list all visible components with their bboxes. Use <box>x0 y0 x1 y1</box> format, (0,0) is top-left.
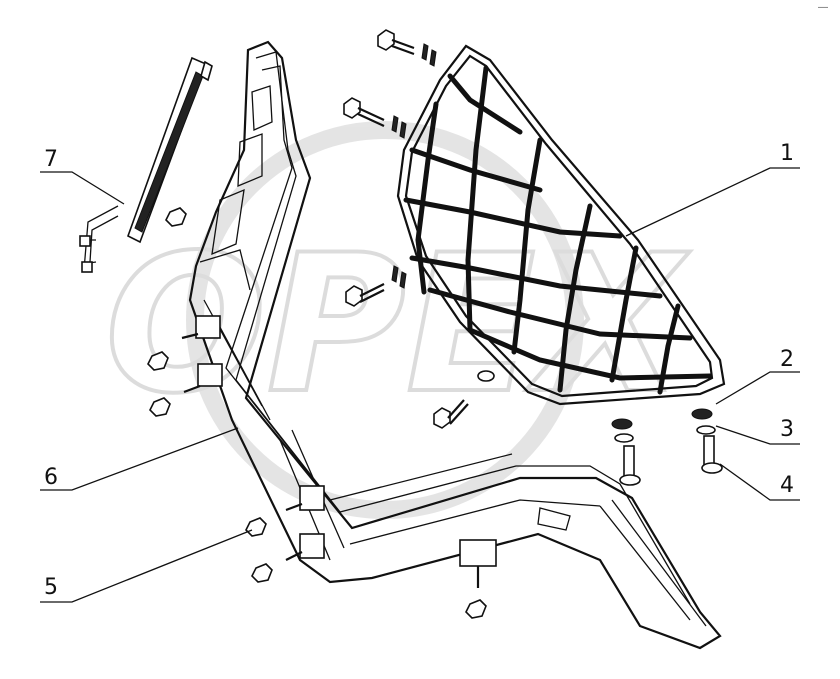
stud-icon <box>181 315 497 588</box>
nut-icon <box>465 599 487 619</box>
callout-7: 7 <box>44 147 58 172</box>
callout-labels: 1 2 3 4 5 6 7 <box>44 141 794 600</box>
nut-icon <box>149 397 171 417</box>
corner-mark: — <box>818 2 828 13</box>
callout-1: 1 <box>780 141 794 166</box>
callout-5: 5 <box>44 575 58 600</box>
leader-lines <box>40 167 800 603</box>
part-1-mesh-grille <box>396 44 726 406</box>
part-7-mounting-plate <box>79 56 213 273</box>
callout-2: 2 <box>780 347 794 372</box>
nut-icon <box>251 563 273 583</box>
bolt-head-icon <box>433 407 451 429</box>
callout-3: 3 <box>780 417 794 442</box>
callout-4: 4 <box>780 473 794 498</box>
bolt-head-icon <box>377 29 395 51</box>
part-6-frame <box>181 40 722 650</box>
nut-icon <box>147 351 169 371</box>
watermark-logo: OPEX <box>103 121 693 519</box>
nut-icon <box>165 207 187 227</box>
nut-icon <box>245 517 267 537</box>
fasteners <box>343 29 723 486</box>
callout-6: 6 <box>44 465 58 490</box>
part-5-nuts <box>147 351 487 619</box>
bolt-head-icon <box>343 97 361 119</box>
